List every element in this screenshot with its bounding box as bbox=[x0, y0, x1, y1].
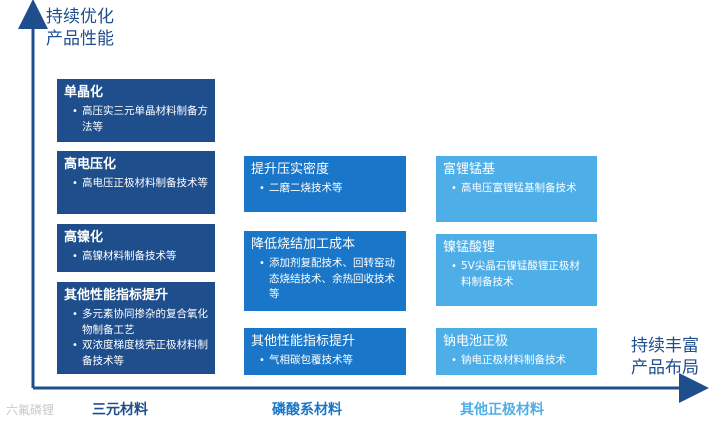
box-item: 多元素协同掺杂的复合氧化物制备工艺 bbox=[72, 307, 208, 338]
box-other-performance-ternary: 其他性能指标提升 多元素协同掺杂的复合氧化物制备工艺 双浓度梯度核壳正极材料制备… bbox=[57, 282, 215, 374]
box-title: 其他性能指标提升 bbox=[64, 288, 169, 303]
y-axis-label: 持续优化 产品性能 bbox=[46, 6, 114, 50]
watermark: 六氟磷锂 bbox=[6, 403, 55, 417]
category-other-cathode: 其他正极材料 bbox=[460, 402, 544, 418]
box-title: 单晶化 bbox=[64, 85, 104, 100]
box-high-nickel: 高镍化 高镍材料制备技术等 bbox=[57, 224, 215, 272]
box-sintering-cost: 降低烧结加工成本 添加剂复配技术、回转窑动态烧结技术、余热回收技术等 bbox=[244, 231, 406, 311]
box-item: 钠电正极材料制备技术 bbox=[451, 353, 590, 369]
box-title: 高电压化 bbox=[64, 157, 117, 172]
box-title: 其他性能指标提升 bbox=[251, 334, 356, 349]
box-compaction-density: 提升压实密度 二磨二烧技术等 bbox=[244, 156, 406, 212]
box-item: 5V尖晶石镍锰酸锂正极材料制备技术 bbox=[451, 259, 590, 290]
box-other-performance-phosphate: 其他性能指标提升 气相碳包覆技术等 bbox=[244, 328, 406, 375]
box-item: 高电压正极材料制备技术等 bbox=[72, 176, 208, 192]
box-sodium-cathode: 钠电池正极 钠电正极材料制备技术 bbox=[436, 328, 597, 375]
y-axis-label-line: 产品性能 bbox=[46, 29, 114, 49]
box-title: 降低烧结加工成本 bbox=[251, 237, 356, 252]
box-title: 高镍化 bbox=[64, 230, 104, 245]
box-item: 高电压富锂锰基制备技术 bbox=[451, 181, 590, 197]
box-item: 双浓度梯度核壳正极材料制备技术等 bbox=[72, 338, 208, 369]
box-lithium-rich-manganese: 富锂锰基 高电压富锂锰基制备技术 bbox=[436, 156, 597, 222]
box-item: 添加剂复配技术、回转窑动态烧结技术、余热回收技术等 bbox=[259, 256, 399, 303]
box-item: 二磨二烧技术等 bbox=[259, 181, 399, 197]
box-item: 高镍材料制备技术等 bbox=[72, 249, 208, 265]
box-title: 钠电池正极 bbox=[443, 334, 509, 349]
box-title: 提升压实密度 bbox=[251, 162, 330, 177]
x-axis-label-line: 产品布局 bbox=[631, 358, 699, 378]
category-phosphate: 磷酸系材料 bbox=[272, 402, 342, 418]
box-item: 高压实三元单晶材料制备方法等 bbox=[72, 104, 208, 135]
box-high-voltage: 高电压化 高电压正极材料制备技术等 bbox=[57, 151, 215, 214]
box-title: 镍锰酸锂 bbox=[443, 240, 496, 255]
y-axis-label-line: 持续优化 bbox=[46, 7, 114, 27]
x-axis-label-line: 持续丰富 bbox=[631, 336, 699, 356]
box-item: 气相碳包覆技术等 bbox=[259, 353, 399, 369]
box-lnmo: 镍锰酸锂 5V尖晶石镍锰酸锂正极材料制备技术 bbox=[436, 234, 597, 306]
box-single-crystal: 单晶化 高压实三元单晶材料制备方法等 bbox=[57, 79, 215, 142]
category-ternary: 三元材料 bbox=[92, 402, 148, 418]
x-axis-label: 持续丰富 产品布局 bbox=[631, 335, 699, 379]
box-title: 富锂锰基 bbox=[443, 162, 496, 177]
